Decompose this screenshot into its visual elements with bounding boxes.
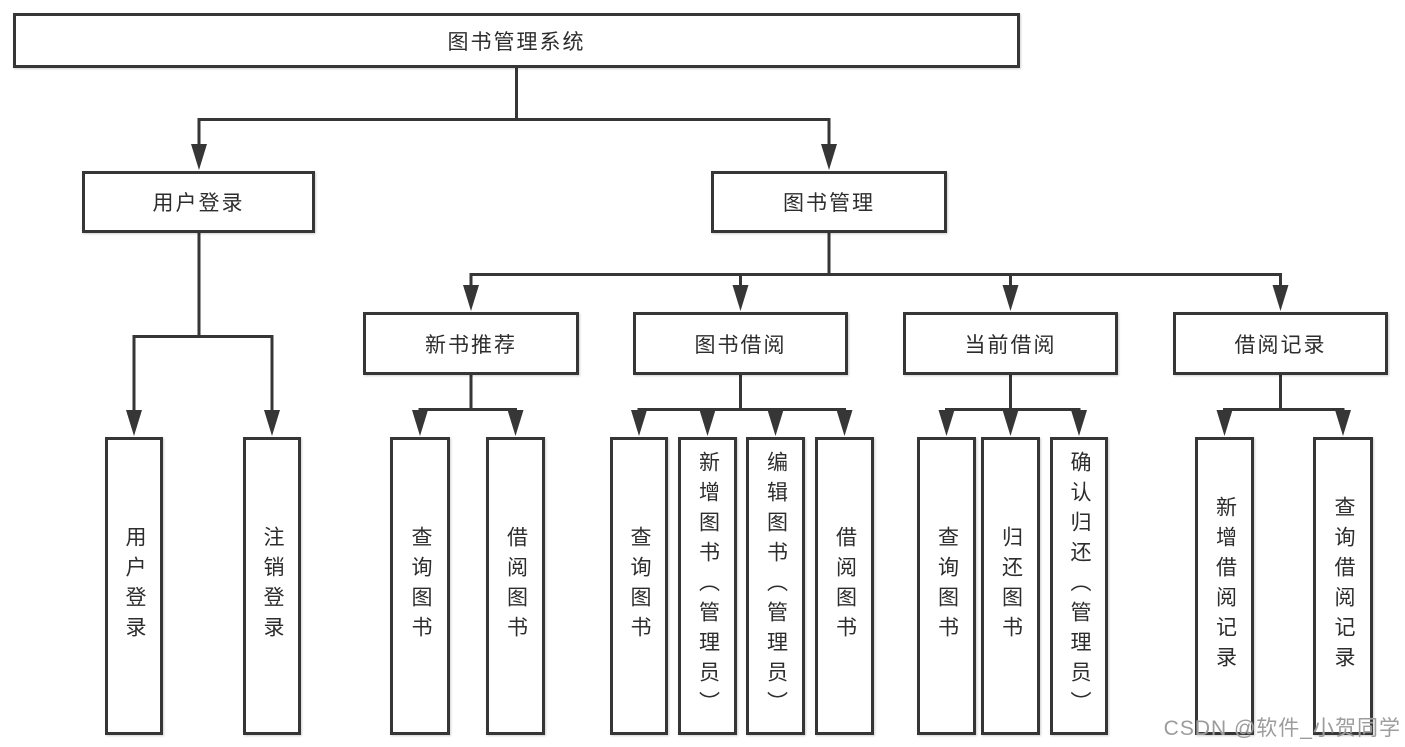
- user-login-branch-connector: [132, 233, 274, 414]
- leaf-borrow-borrow-books: 借阅图书: [815, 437, 874, 735]
- node-book-management: 图书管理: [711, 171, 947, 233]
- leaf-current-query-books: 查询图书: [917, 437, 976, 735]
- node-new-book-recommendation: 新书推荐: [363, 312, 579, 375]
- arrowheads: [126, 144, 1351, 436]
- book-management-branch-connector: [469, 233, 1282, 290]
- leaf-records-query-record: 查询借阅记录: [1313, 437, 1373, 735]
- leaf-records-add-record: 新增借阅记录: [1195, 437, 1254, 735]
- book-borrowing-branch-connector: [637, 375, 846, 414]
- node-user-login: 用户登录: [82, 171, 315, 233]
- leaf-current-return-books: 归还图书: [981, 437, 1040, 735]
- leaf-user-login: 用户登录: [105, 437, 163, 735]
- node-library-system: 图书管理系统: [13, 13, 1020, 68]
- root-to-level2-connector: [197, 68, 831, 150]
- node-book-borrowing: 图书借阅: [633, 312, 848, 375]
- node-current-borrowing: 当前借阅: [903, 312, 1118, 375]
- leaf-newbook-query-books: 查询图书: [390, 437, 450, 735]
- leaf-newbook-borrow-books: 借阅图书: [486, 437, 545, 735]
- leaf-borrow-edit-books-admin: 编辑图书（管理员）: [746, 437, 805, 735]
- new-book-branch-connector: [418, 375, 517, 414]
- leaf-borrow-add-books-admin: 新增图书（管理员）: [678, 437, 737, 735]
- current-borrowing-branch-connector: [945, 375, 1081, 414]
- leaf-borrow-query-books: 查询图书: [610, 437, 668, 735]
- watermark-text: CSDN @软件_小贺同学: [1163, 717, 1401, 740]
- leaf-logout: 注销登录: [243, 437, 301, 735]
- leaf-current-confirm-return-admin: 确认归还（管理员）: [1050, 437, 1108, 735]
- borrowing-records-branch-connector: [1223, 375, 1345, 414]
- node-borrowing-records: 借阅记录: [1173, 312, 1388, 375]
